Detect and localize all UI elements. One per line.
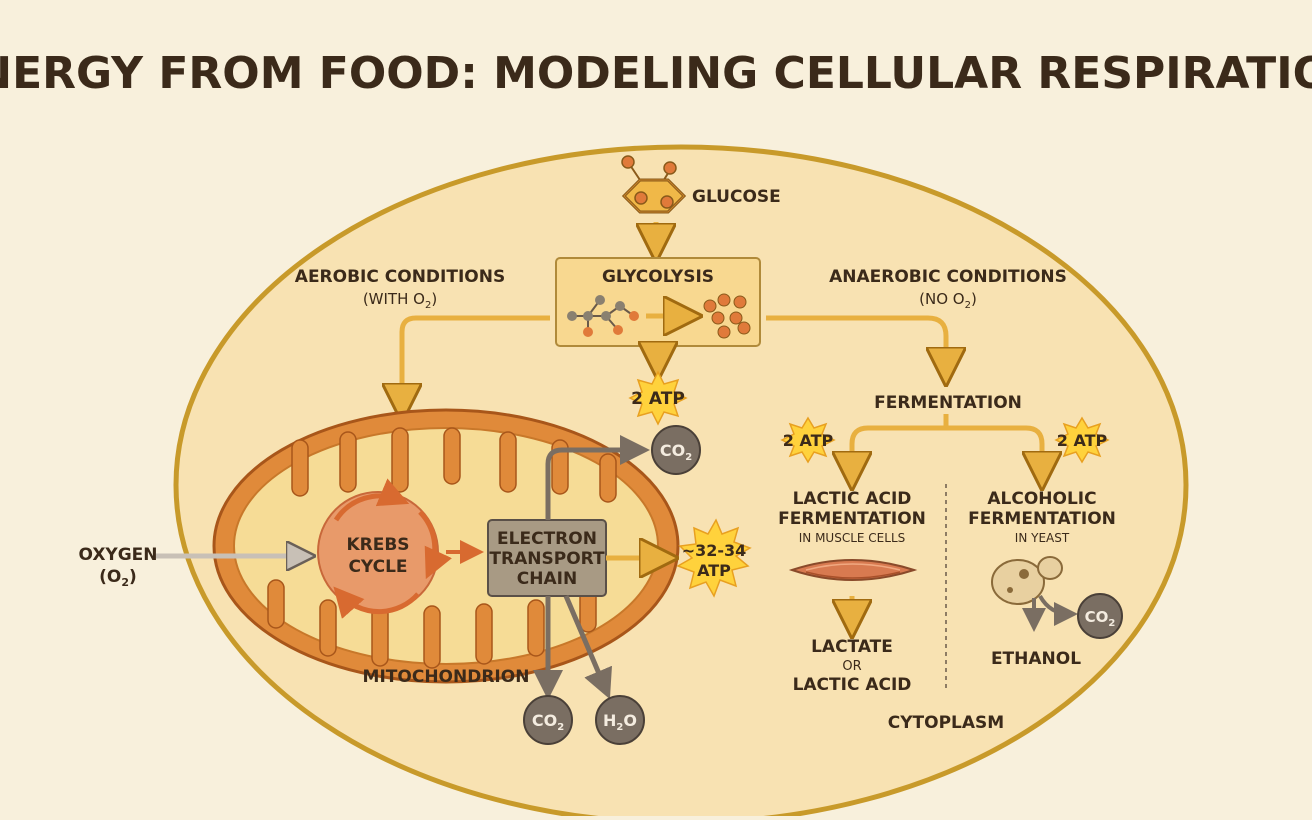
fermentation-label: FERMENTATION bbox=[874, 393, 1022, 413]
lactate-line3: LACTIC ACID bbox=[793, 675, 912, 695]
lactate-line1: LACTATE bbox=[811, 637, 893, 657]
atp-lactic-label: 2 ATP bbox=[783, 431, 834, 450]
lactic-location: IN MUSCLE CELLS bbox=[799, 531, 906, 545]
atp-burst-lactic bbox=[780, 416, 836, 464]
atp-burst-glycolysis bbox=[628, 370, 688, 426]
etc-line2: TRANSPORT bbox=[489, 549, 605, 569]
muscle-fiber-icon bbox=[788, 559, 918, 581]
aerobic-sublabel: (WITH O2) bbox=[363, 290, 437, 311]
h2o-molecule bbox=[595, 695, 645, 745]
anaerobic-label: ANAEROBIC CONDITIONS bbox=[829, 267, 1067, 287]
alcoholic-line2: FERMENTATION bbox=[968, 509, 1116, 529]
yeast-cell-icon bbox=[991, 556, 1063, 605]
lactic-line1: LACTIC ACID bbox=[793, 489, 912, 509]
lactic-line2: FERMENTATION bbox=[778, 509, 926, 529]
arrow-yeast-to-co2 bbox=[1038, 594, 1078, 626]
mitochondrion-label: MITOCHONDRION bbox=[363, 667, 530, 687]
glucose-label: GLUCOSE bbox=[692, 187, 781, 207]
atp-alcoholic-label: 2 ATP bbox=[1057, 431, 1108, 450]
co2-molecule-yeast bbox=[1077, 593, 1123, 639]
co2-molecule-top bbox=[651, 425, 701, 475]
arrow-anaerobic-branch bbox=[766, 315, 946, 372]
anaerobic-sublabel: (NO O2) bbox=[919, 290, 977, 311]
krebs-line2: CYCLE bbox=[348, 557, 407, 577]
etc-line1: ELECTRON bbox=[497, 529, 597, 549]
alcoholic-location: IN YEAST bbox=[1015, 531, 1070, 545]
glucose-chain-icon bbox=[567, 295, 639, 337]
arrow-fermentation-split bbox=[849, 414, 1045, 470]
atp-glycolysis-label: 2 ATP bbox=[631, 389, 685, 409]
co2-molecule-bottom bbox=[523, 695, 573, 745]
arrow-to-co2-top bbox=[545, 435, 650, 520]
h2o-label: H2O bbox=[603, 711, 637, 733]
arrow-aerobic-branch bbox=[402, 315, 550, 408]
alcoholic-line1: ALCOHOLIC bbox=[987, 489, 1096, 509]
atp-burst-etc bbox=[676, 518, 752, 598]
lactate-line2: OR bbox=[842, 659, 861, 674]
atp-etc-line1: ~32-34 bbox=[682, 541, 747, 560]
aerobic-label: AEROBIC CONDITIONS bbox=[295, 267, 505, 287]
pyruvate-molecules-icon bbox=[703, 293, 751, 339]
atp-etc-line2: ATP bbox=[697, 561, 731, 580]
cytoplasm-label: CYTOPLASM bbox=[888, 713, 1004, 733]
page-title: ENERGY FROM FOOD: MODELING CELLULAR RESP… bbox=[0, 48, 1312, 99]
krebs-line1: KREBS bbox=[346, 535, 409, 555]
oxygen-line2: (O2) bbox=[99, 567, 137, 589]
arrow-to-h2o bbox=[563, 595, 612, 700]
etc-line3: CHAIN bbox=[517, 569, 577, 589]
oxygen-line1: OXYGEN bbox=[78, 545, 157, 565]
co2-label-yeast: CO2 bbox=[1085, 608, 1116, 629]
glycolysis-label: GLYCOLYSIS bbox=[602, 267, 714, 287]
atp-burst-alcoholic bbox=[1054, 416, 1110, 464]
glucose-molecule-icon bbox=[621, 155, 687, 214]
co2-label-bottom: CO2 bbox=[532, 711, 564, 733]
krebs-cycle-arrows-icon bbox=[333, 478, 452, 619]
co2-label-top: CO2 bbox=[660, 441, 692, 463]
ethanol-label: ETHANOL bbox=[991, 649, 1081, 669]
